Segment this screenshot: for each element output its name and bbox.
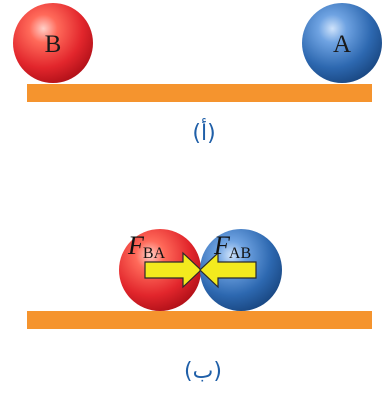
force-ab-symbol: F [213,231,231,260]
force-arrow-ba [144,251,202,289]
force-ba-subscript: BA [143,245,166,262]
force-arrow-ab [199,251,257,289]
force-ba-symbol: F [127,231,145,260]
ball-b-label: B [45,31,62,58]
panel-a: B A (أ) [13,3,382,146]
ball-a: A [302,3,382,83]
force-label-ba: FBA [127,231,166,262]
surface-b [27,311,372,329]
surface-a [27,84,372,102]
ball-a-label: A [333,31,351,58]
force-ab-subscript: AB [229,245,251,262]
force-label-ab: FAB [213,231,251,262]
caption-b: (ب) [184,359,222,384]
ball-b: B [13,3,93,83]
panel-b: FBA FAB (ب) [27,229,372,384]
caption-a: (أ) [192,118,215,146]
